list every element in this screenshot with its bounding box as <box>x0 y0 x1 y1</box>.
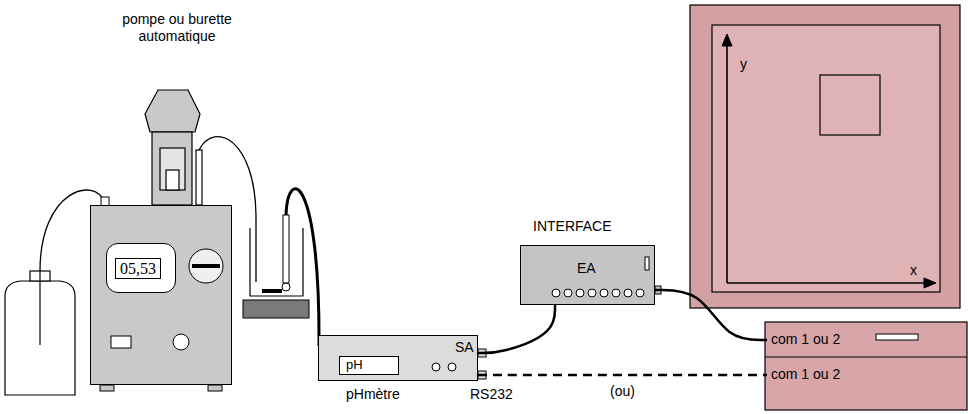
knob-grip <box>192 264 220 268</box>
pump-body: pompe ou burette automatique05,53 <box>90 205 232 385</box>
magnetic-stirrer <box>243 300 309 318</box>
socket <box>612 289 620 297</box>
interface-box: INTERFACEEA <box>520 245 655 305</box>
cable <box>478 305 555 353</box>
pump-cap <box>145 90 200 132</box>
socket <box>624 289 632 297</box>
monitor-screen <box>712 25 940 292</box>
window-square <box>820 75 880 135</box>
port-label: RS232 <box>470 386 513 403</box>
caption-label: pHmètre <box>346 386 400 403</box>
knob <box>432 363 440 371</box>
outlet-pipe <box>196 150 202 205</box>
stir-bar <box>262 289 282 293</box>
axis-label: x <box>910 262 917 279</box>
pump-column <box>152 132 192 205</box>
x-axis <box>727 282 928 284</box>
pump-foot <box>208 385 222 391</box>
button <box>173 334 189 350</box>
com-port: com 1 ou 2 <box>767 329 867 351</box>
case-divider <box>765 357 967 358</box>
electrode-bulb <box>282 283 290 291</box>
monitor-bezel <box>690 5 960 308</box>
pump-piston <box>166 170 179 190</box>
suction-tube <box>39 271 40 345</box>
electrode-cable <box>286 189 319 346</box>
pump-foot <box>100 385 114 391</box>
axis-label: y <box>740 56 747 73</box>
node-text: 05,53 <box>115 258 161 279</box>
knob <box>448 363 456 371</box>
edge-label: (ou) <box>608 383 637 400</box>
axis-arrow <box>722 34 732 46</box>
socket <box>564 289 572 297</box>
pump-display: 05,53 <box>106 243 176 293</box>
cable <box>655 290 767 340</box>
axis-arrow <box>924 278 936 288</box>
socket <box>588 289 596 297</box>
y-axis <box>726 42 728 283</box>
com-port: com 1 ou 2 <box>767 364 867 386</box>
knob <box>189 249 223 283</box>
socket <box>600 289 608 297</box>
caption-label: INTERFACE <box>533 218 612 235</box>
computer-case <box>765 322 967 410</box>
socket <box>636 289 644 297</box>
port-label: SA <box>455 339 474 356</box>
pump-head <box>145 90 202 205</box>
node-text: com 1 ou 2 <box>771 366 840 383</box>
electrode <box>283 215 289 283</box>
node-text: pH <box>346 357 363 373</box>
beaker <box>250 228 303 296</box>
serial-cable <box>478 374 767 377</box>
caption-label: pompe ou burette automatique <box>122 11 232 45</box>
bottle <box>5 271 75 395</box>
pump-window <box>160 148 185 190</box>
indicator <box>645 257 649 270</box>
pump-controls <box>91 206 233 386</box>
case-body <box>765 322 967 410</box>
socket <box>552 289 560 297</box>
ph-display: pH <box>339 356 399 375</box>
ph-meter: pHmètrepH <box>318 335 478 381</box>
monitor <box>690 5 960 308</box>
drive-slot <box>876 334 918 340</box>
button <box>111 336 131 348</box>
node-text: EA <box>577 260 596 277</box>
node-text: com 1 ou 2 <box>771 331 840 348</box>
socket <box>576 289 584 297</box>
